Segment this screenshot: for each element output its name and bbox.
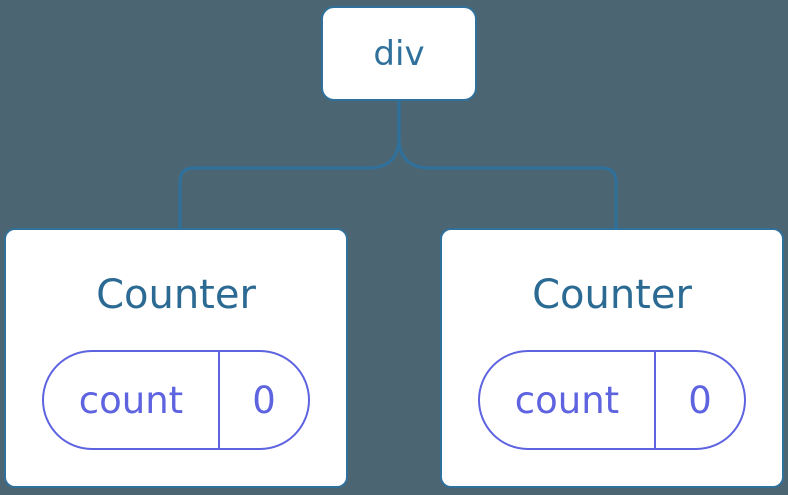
root-node-div: div (321, 6, 477, 101)
state-value: 0 (688, 378, 712, 422)
connector-left-branch (178, 99, 401, 231)
root-node-label: div (373, 33, 425, 74)
state-key-section: count (480, 352, 656, 448)
state-pill: count 0 (42, 350, 310, 450)
counter-card-left: Counter count 0 (4, 228, 348, 488)
counter-card-right: Counter count 0 (440, 228, 784, 488)
state-key-label: count (78, 378, 184, 422)
counter-title: Counter (532, 272, 692, 318)
state-value: 0 (252, 378, 276, 422)
state-value-section: 0 (220, 352, 308, 448)
state-value-section: 0 (656, 352, 744, 448)
state-pill: count 0 (478, 350, 746, 450)
connector-right-branch (397, 99, 618, 231)
state-key-label: count (514, 378, 620, 422)
state-key-section: count (44, 352, 220, 448)
counter-title: Counter (96, 272, 256, 318)
